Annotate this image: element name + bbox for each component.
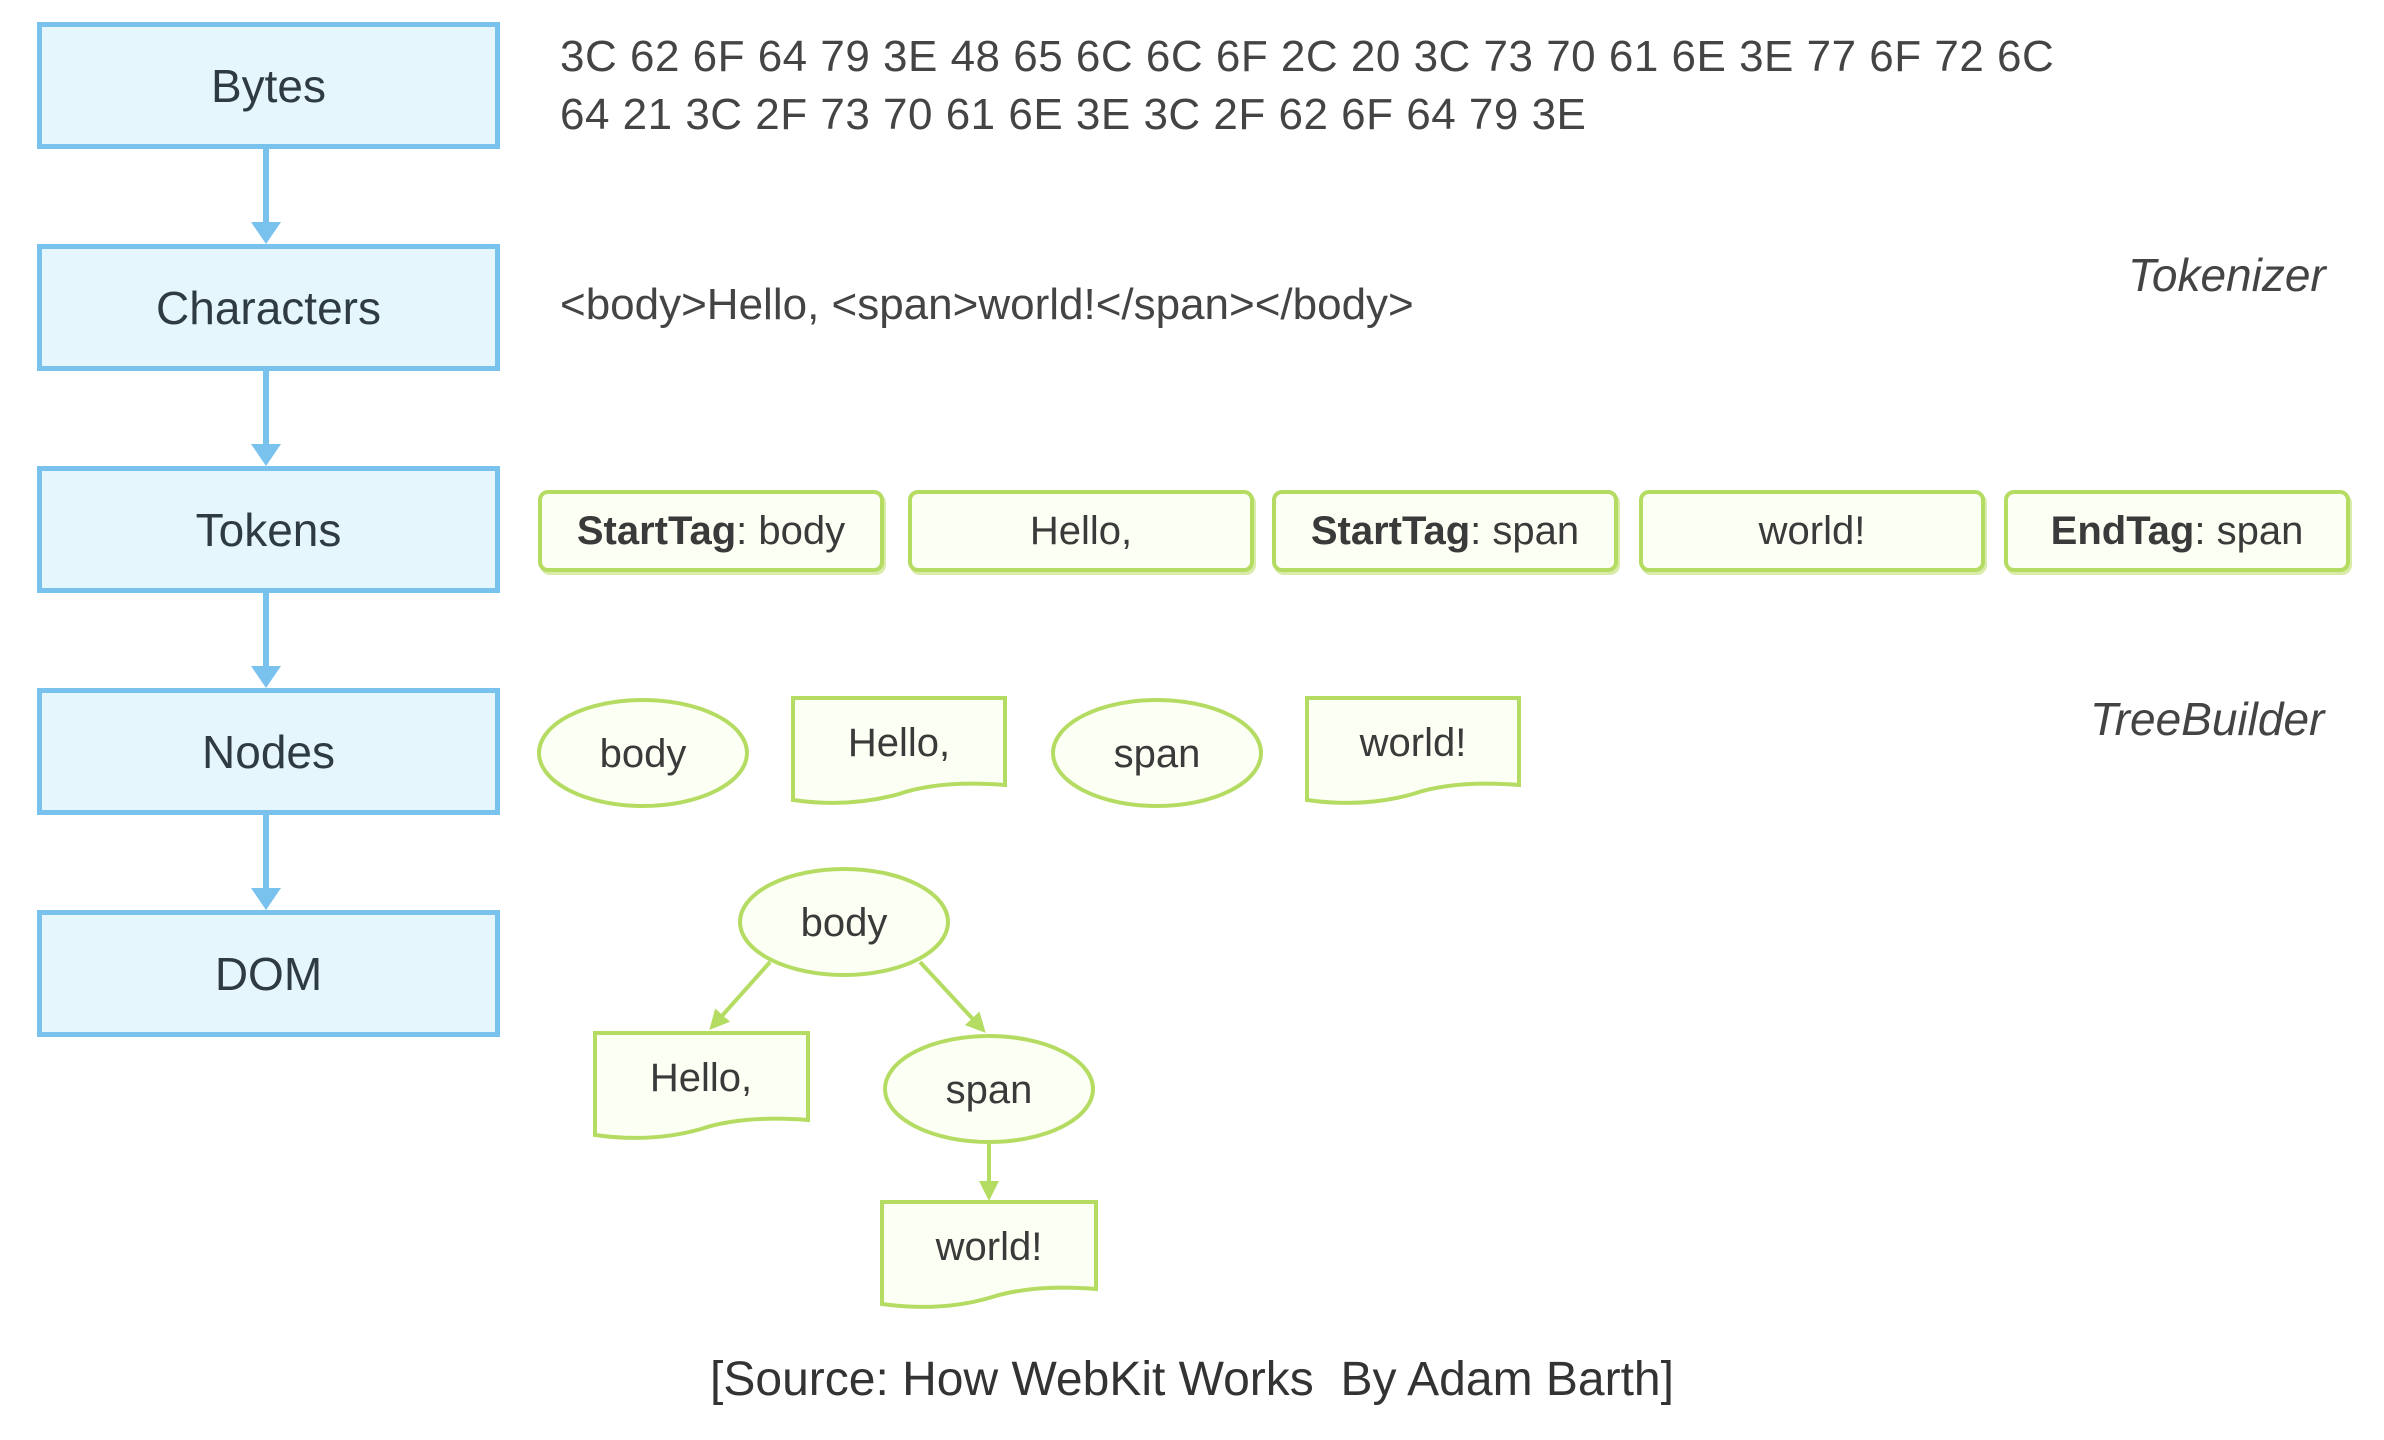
arrow-head [251, 666, 281, 688]
token-value: span [2216, 508, 2304, 553]
token-starttag-body: StartTag: body [538, 490, 884, 572]
bytes-line-1: 3C 62 6F 64 79 3E 48 65 6C 6C 6F 2C 20 3… [560, 32, 2055, 81]
dom-world-label: world! [935, 1225, 1043, 1269]
arrow-characters-tokens [263, 371, 269, 445]
token-kind: StartTag [576, 508, 737, 553]
dom-hello-label: Hello, [650, 1056, 752, 1100]
node-span: span [1051, 698, 1263, 808]
token-sep: : [736, 508, 759, 553]
token-text-world: world! [1639, 490, 1985, 572]
stage-nodes: Nodes [37, 688, 500, 815]
node-text-world: world! [1305, 696, 1521, 805]
stage-label: Characters [156, 281, 381, 334]
characters-text: <body>Hello, <span>world!</span></body> [560, 280, 1414, 329]
token-sep: : [1470, 508, 1493, 553]
node-body-label: body [600, 732, 687, 776]
token-kind: EndTag [2050, 508, 2195, 553]
token-kind: StartTag [1310, 508, 1471, 553]
token-value: span [1492, 508, 1580, 553]
node-world-label: world! [1359, 721, 1467, 765]
tokenizer-label: Tokenizer [2128, 249, 2326, 301]
dom-span-label: span [946, 1068, 1033, 1112]
stage-dom: DOM [37, 910, 500, 1037]
source-caption: [Source: How WebKit Works By Adam Barth] [710, 1353, 1674, 1406]
dom-node-body: body [738, 867, 950, 977]
bytes-hex: 3C 62 6F 64 79 3E 48 65 6C 6C 6F 2C 20 3… [560, 28, 2054, 144]
stage-tokens: Tokens [37, 466, 500, 593]
token-text-hello: Hello, [908, 490, 1254, 572]
arrow-head [251, 888, 281, 910]
bytes-line-2: 64 21 3C 2F 73 70 61 6E 3E 3C 2F 62 6F 6… [560, 90, 1587, 139]
node-hello-label: Hello, [848, 721, 950, 765]
stage-bytes: Bytes [37, 22, 500, 149]
stage-label: Nodes [202, 725, 335, 778]
arrow-tokens-nodes [263, 593, 269, 667]
token-endtag-span: EndTag: span [2004, 490, 2350, 572]
node-body: body [537, 698, 749, 808]
token-value: body [758, 508, 846, 553]
stage-label: Bytes [210, 59, 327, 112]
arrow-head [251, 444, 281, 466]
arrow-nodes-dom [263, 815, 269, 889]
stage-label: DOM [214, 947, 323, 1000]
token-sep: : [2194, 508, 2217, 553]
token-value: world! [1758, 508, 1866, 553]
stage-characters: Characters [37, 244, 500, 371]
arrow-head [251, 222, 281, 244]
dom-node-span: span [883, 1034, 1095, 1144]
treebuilder-label: TreeBuilder [2090, 693, 2325, 745]
dom-body-label: body [801, 901, 888, 945]
node-span-label: span [1114, 732, 1201, 776]
token-value: Hello, [1029, 508, 1133, 553]
node-text-hello: Hello, [791, 696, 1007, 805]
edge-body-span [918, 960, 986, 1033]
token-starttag-span: StartTag: span [1272, 490, 1618, 572]
stage-label: Tokens [195, 503, 342, 556]
arrow-bytes-characters [263, 149, 269, 223]
dom-node-world: world! [880, 1200, 1098, 1309]
dom-node-hello: Hello, [593, 1031, 810, 1140]
edge-body-hello [709, 960, 772, 1030]
